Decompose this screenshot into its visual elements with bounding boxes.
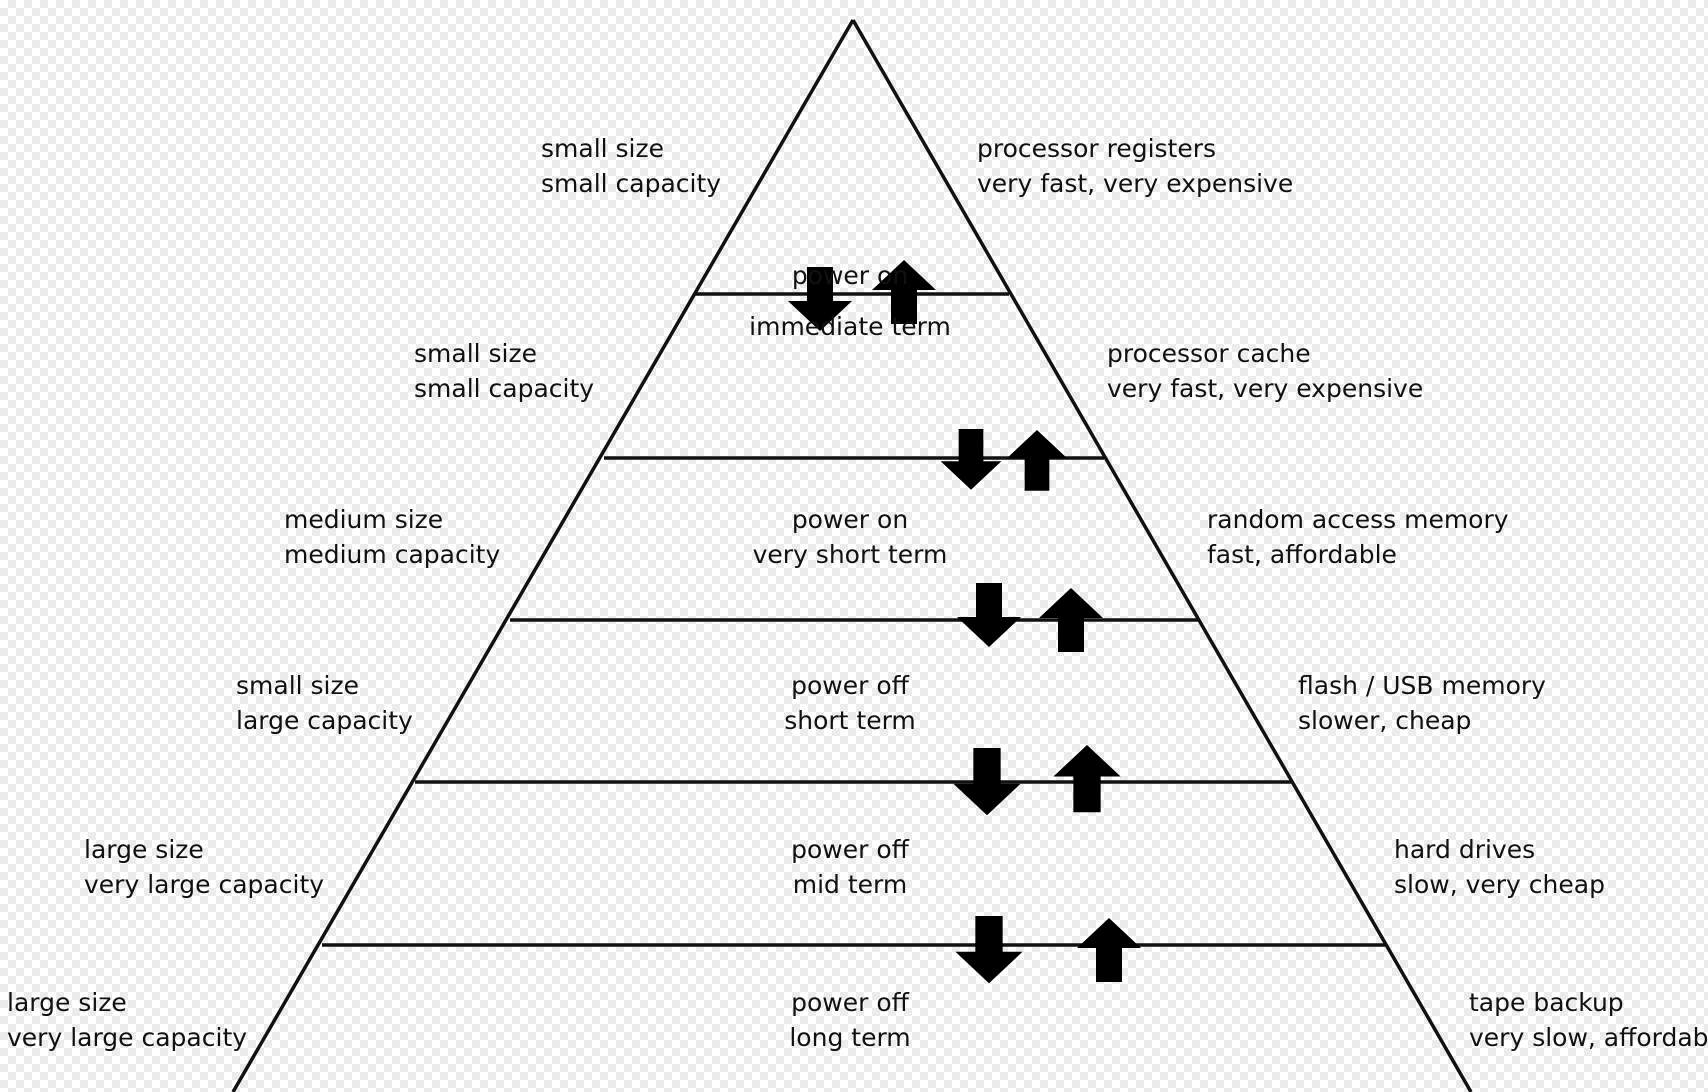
level-6-size: large size <box>7 988 127 1017</box>
arrow-down-icon-5 <box>955 916 1023 984</box>
level-4-capacity: large capacity <box>236 706 413 735</box>
arrow-up-icon-3 <box>1039 588 1103 652</box>
arrow-up-icon-5 <box>1077 918 1141 982</box>
level-6-speed-cost: very slow, affordable <box>1469 1023 1708 1052</box>
arrow-up-icon-1 <box>872 260 936 324</box>
level-6-capacity: very large capacity <box>7 1023 248 1052</box>
pyramid-right-edge <box>851 19 1473 1092</box>
level-2-capacity: small capacity <box>414 374 595 403</box>
level-3-speed-cost: fast, affordable <box>1207 540 1397 569</box>
level-4-left-label: small size large capacity <box>236 668 413 738</box>
arrow-down-icon-4 <box>953 748 1021 816</box>
level-3-left-label: medium size medium capacity <box>284 502 500 572</box>
level-1-type: processor registers <box>977 134 1217 163</box>
level-1-center-label: power on immediate term <box>735 250 965 352</box>
pyramid-left-edge <box>231 19 855 1092</box>
level-3-term: very short term <box>752 540 948 569</box>
level-4-type: flash / USB memory <box>1298 671 1546 700</box>
arrow-up-icon-2 <box>1006 430 1068 491</box>
level-4-power: power off <box>791 671 909 700</box>
level-3-capacity: medium capacity <box>284 540 501 569</box>
level-1-left-label: small size small capacity <box>541 131 721 201</box>
level-1-right-label: processor registers very fast, very expe… <box>977 131 1293 201</box>
level-3-power: power on <box>791 505 909 534</box>
level-5-term: mid term <box>792 870 908 899</box>
level-1-term: immediate term <box>749 312 951 341</box>
level-5-left-label: large size very large capacity <box>84 832 324 902</box>
level-2-size: small size <box>414 339 538 368</box>
level-3-type: random access memory <box>1207 505 1509 534</box>
level-5-speed-cost: slow, very cheap <box>1394 870 1605 899</box>
level-1-capacity: small capacity <box>541 169 722 198</box>
level-5-capacity: very large capacity <box>84 870 325 899</box>
level-6-type: tape backup <box>1469 988 1624 1017</box>
level-2-right-label: processor cache very fast, very expensiv… <box>1107 336 1423 406</box>
arrow-down-icon-1 <box>788 267 852 331</box>
level-4-center-label: power off short term <box>735 668 965 738</box>
level-3-center-label: power on very short term <box>735 502 965 572</box>
level-4-right-label: flash / USB memory slower, cheap <box>1298 668 1546 738</box>
level-2-left-label: small size small capacity <box>414 336 594 406</box>
level-4-speed-cost: slower, cheap <box>1298 706 1472 735</box>
level-6-power: power off <box>791 988 909 1017</box>
level-6-right-label: tape backup very slow, affordable <box>1469 985 1708 1055</box>
level-1-speed-cost: very fast, very expensive <box>977 169 1294 198</box>
level-1-power: power on <box>791 261 909 290</box>
level-3-size: medium size <box>284 505 444 534</box>
level-2-speed-cost: very fast, very expensive <box>1107 374 1424 403</box>
level-4-term: short term <box>784 706 916 735</box>
level-6-term: long term <box>789 1023 911 1052</box>
arrow-down-icon-2 <box>940 429 1002 490</box>
level-5-center-label: power off mid term <box>735 832 965 902</box>
level-3-right-label: random access memory fast, affordable <box>1207 502 1509 572</box>
level-2-type: processor cache <box>1107 339 1311 368</box>
arrow-down-icon-3 <box>957 583 1021 647</box>
arrow-up-icon-4 <box>1053 745 1121 813</box>
level-4-size: small size <box>236 671 360 700</box>
level-5-type: hard drives <box>1394 835 1536 864</box>
level-5-right-label: hard drives slow, very cheap <box>1394 832 1605 902</box>
level-1-size: small size <box>541 134 665 163</box>
level-6-center-label: power off long term <box>735 985 965 1055</box>
level-5-size: large size <box>84 835 204 864</box>
level-6-left-label: large size very large capacity <box>7 985 247 1055</box>
level-5-power: power off <box>791 835 909 864</box>
